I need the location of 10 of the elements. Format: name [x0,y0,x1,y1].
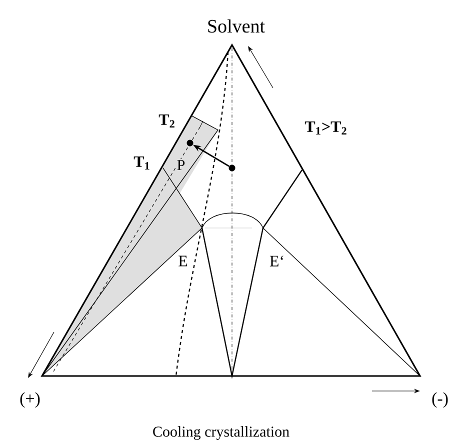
eutectic-label: E [178,256,188,266]
temperature-label: T$_{1}$>T$_{2}$ [304,121,346,135]
vertex-label: Solvent [208,19,265,33]
vertex-label: (-) [432,392,448,408]
isotherm-label: T$_{1}$ [134,156,150,170]
eutectic-label: E‘ [270,256,284,266]
vertex-label: (+) [20,392,40,408]
point-label: P [176,159,186,171]
caption: Cooling crystallization [153,426,290,440]
isotherm-label: T$_{2}$ [158,114,174,128]
